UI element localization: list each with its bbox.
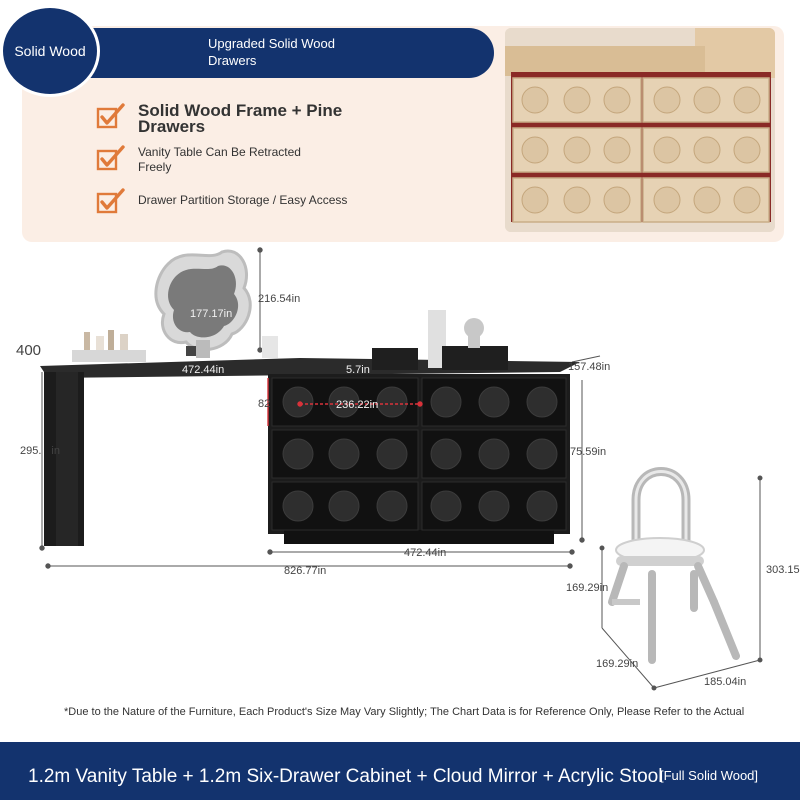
stool-illustration (599, 467, 763, 691)
drawer-photo (505, 28, 775, 232)
vanity-illustration (39, 247, 763, 691)
mirror-width-label: 177.17in (190, 308, 233, 320)
drawer-height-label: 82 (258, 398, 271, 410)
title-bar-text: Upgraded Solid Wood Drawers (208, 35, 468, 69)
feature-text: Solid Wood Frame + Pine Drawers (138, 101, 343, 136)
stool-height-label: 303.15 (766, 564, 800, 576)
cabinet-top-gap-label: 5.7in (346, 364, 370, 376)
stool-depth-bottom-label: 169.29in (596, 658, 639, 670)
cabinet-height-label: 75.59in (570, 446, 607, 458)
feature-item: Solid Wood Frame + Pine Drawers (96, 101, 343, 136)
feature-item: Drawer Partition Storage / Easy Access (96, 188, 347, 214)
stool-depth-label: 169.29in (566, 582, 609, 594)
title-line-2: Drawers (208, 53, 257, 68)
corner-dimension-label: 400 (16, 342, 42, 359)
drawer-inner-label: 236.22in (336, 399, 379, 411)
cabinet-width-label: 472.44in (404, 547, 447, 559)
feature-item: Vanity Table Can Be Retracted Freely (96, 145, 301, 175)
table-width-label: 472.44in (182, 364, 225, 376)
drawer-photo-illustration (505, 28, 775, 232)
total-width-label: 826.77in (284, 565, 327, 577)
title-bar (70, 28, 494, 78)
footer-title: 1.2m Vanity Table + 1.2m Six-Drawer Cabi… (28, 766, 663, 787)
footer-tag: [Full Solid Wood] (660, 768, 759, 783)
solid-wood-badge: Solid Wood (0, 5, 100, 97)
mirror-height-label: 216.54in (258, 293, 301, 305)
check-icon (96, 145, 125, 171)
table-height-label: 295.in (20, 445, 60, 457)
check-icon (96, 103, 125, 129)
feature-text: Drawer Partition Storage / Easy Access (138, 193, 348, 207)
title-line-1: Upgraded Solid Wood (208, 36, 335, 51)
check-icon (96, 188, 125, 214)
footer-bar (0, 742, 800, 800)
size-notice: *Due to the Nature of the Furniture, Eac… (64, 706, 745, 718)
feature-text: Vanity Table Can Be Retracted Freely (138, 145, 301, 174)
cabinet-depth-label: 157.48in (568, 361, 611, 373)
stool-width-label: 185.04in (704, 676, 747, 688)
